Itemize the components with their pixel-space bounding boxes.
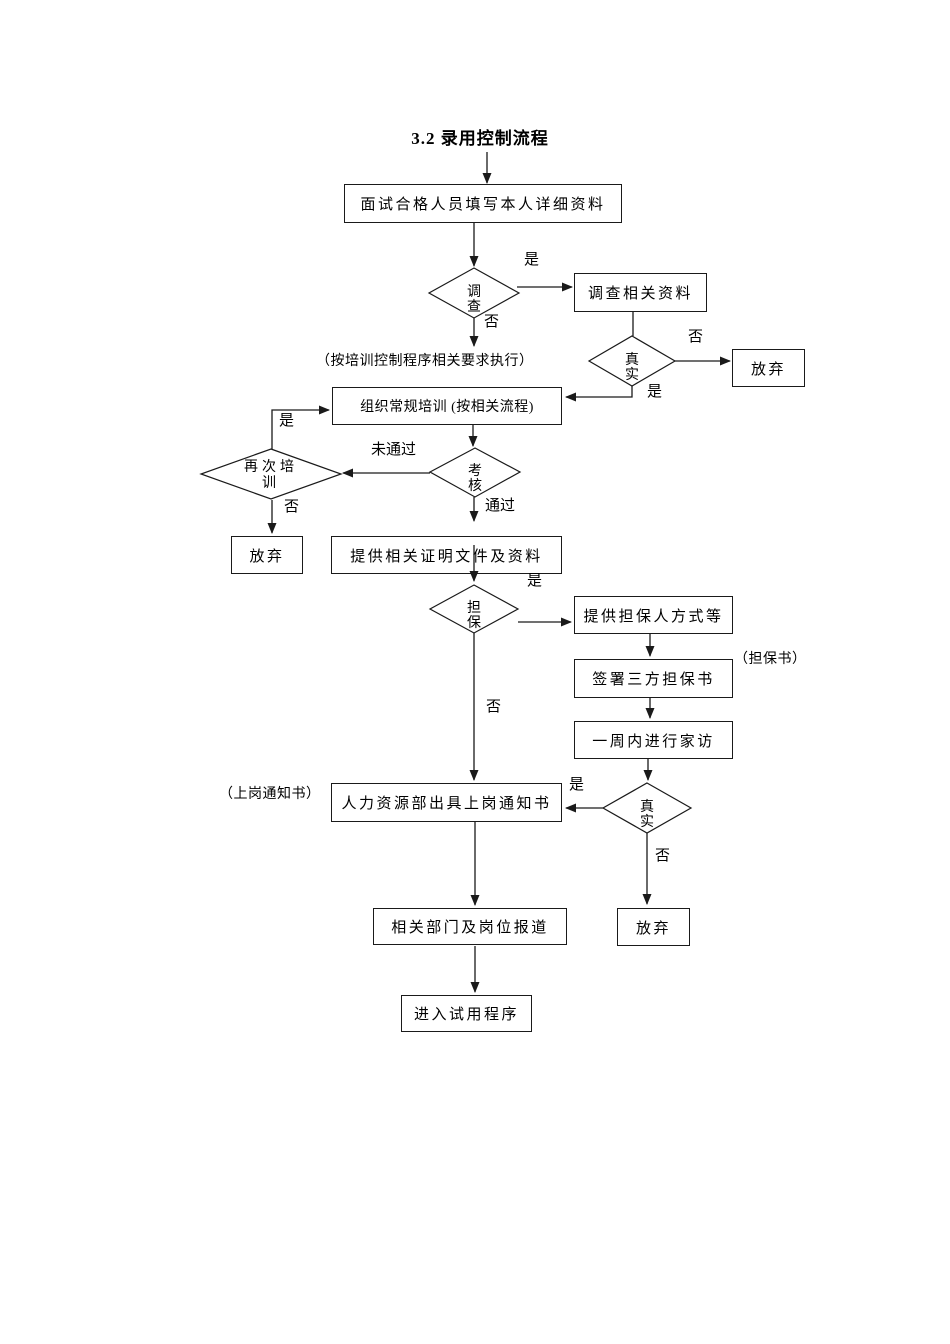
diamond-investigate-label: 调查 xyxy=(467,285,481,315)
label-yes-truthful-1: 是 xyxy=(647,384,663,400)
label-no-truthful-2: 否 xyxy=(655,848,671,864)
diamond-assessment-label: 考核 xyxy=(468,464,482,494)
label-yes-retrain: 是 xyxy=(279,413,295,429)
node-abandon-right: 放弃 xyxy=(617,908,690,946)
label-no-retrain: 否 xyxy=(284,499,300,515)
label-no-truthful-1: 否 xyxy=(688,329,704,345)
label-yes-guarantee: 是 xyxy=(527,573,543,589)
label-passed: 通过 xyxy=(485,498,516,514)
label-no-investigate: 否 xyxy=(484,314,500,330)
connector-truthful1-yes xyxy=(565,386,633,402)
label-notice-doc: （上岗通知书） xyxy=(219,787,321,802)
node-report: 相关部门及岗位报道 xyxy=(373,908,567,945)
node-training: 组织常规培训 (按相关流程) xyxy=(332,387,562,425)
node-probation: 进入试用程序 xyxy=(401,995,532,1032)
node-investigate-materials: 调查相关资料 xyxy=(574,273,707,312)
page-title: 3.2 录用控制流程 xyxy=(411,129,549,148)
label-no-guarantee: 否 xyxy=(486,699,502,715)
node-sign-guarantee: 签署三方担保书 xyxy=(574,659,733,698)
label-guarantee-doc: （担保书） xyxy=(734,652,807,667)
node-abandon-left: 放弃 xyxy=(231,536,303,574)
node-hr-notice: 人力资源部出具上岗通知书 xyxy=(331,783,562,822)
label-not-passed: 未通过 xyxy=(371,442,417,458)
node-fill-info: 面试合格人员填写本人详细资料 xyxy=(344,184,622,223)
label-exec-note: （按培训控制程序相关要求执行） xyxy=(316,354,534,369)
node-provide-docs: 提供相关证明文件及资料 xyxy=(331,536,562,574)
diamond-retrain-label: 再次培训 xyxy=(244,460,298,491)
diamond-truthful-2-label: 真实 xyxy=(640,800,654,830)
diamond-guarantee-label: 担保 xyxy=(467,601,481,631)
label-yes-investigate: 是 xyxy=(524,252,540,268)
label-yes-truthful-2: 是 xyxy=(569,777,585,793)
node-abandon-top: 放弃 xyxy=(732,349,805,387)
node-home-visit: 一周内进行家访 xyxy=(574,721,733,759)
node-provide-guarantor: 提供担保人方式等 xyxy=(574,596,733,634)
diamond-truthful-1-label: 真实 xyxy=(625,353,639,383)
